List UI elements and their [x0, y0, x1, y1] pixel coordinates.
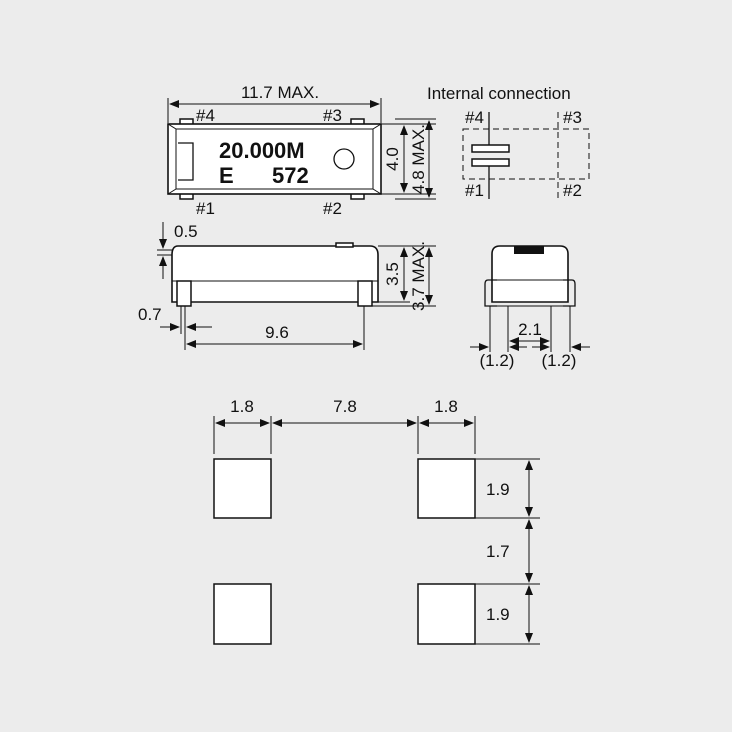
crystal-plate-top [471, 144, 510, 153]
side-view-length-label: 9.6 [265, 323, 289, 342]
end-view-top-mark [514, 246, 544, 254]
side-view: 0.5 0.7 9.6 3.5 3.7 MAX. [138, 222, 436, 350]
side-view-lead-right [357, 280, 373, 307]
internal-pin-label-2: #2 [563, 181, 582, 200]
marking-frequency: 20.000M [219, 138, 305, 163]
side-view-lead-label: 0.5 [174, 222, 198, 241]
footprint-pad-bottom-left [213, 583, 272, 645]
top-view-height-label: 4.0 [383, 147, 402, 171]
end-view-left-label: (1.2) [480, 351, 515, 370]
top-view-clip [178, 142, 194, 181]
side-view-height-label: 3.5 [383, 262, 402, 286]
top-view: 11.7 MAX. 20.000M E 572 #4 #3 #1 #2 4.0 … [167, 83, 436, 218]
side-view-body [171, 245, 379, 303]
footprint-pad-gap-label: 1.7 [486, 542, 510, 561]
marking-code: 572 [272, 163, 309, 188]
footprint-pad-height-bottom-label: 1.9 [486, 605, 510, 624]
footprint: 1.8 7.8 1.8 1.9 1.7 1.9 [213, 397, 540, 645]
end-view-center-label: 2.1 [518, 320, 542, 339]
orientation-dot-icon [333, 148, 355, 170]
side-view-height-max-label: 3.7 MAX. [409, 241, 428, 311]
internal-connection: Internal connection #4 #3 #1 #2 [427, 84, 590, 200]
end-view-lead-left [484, 279, 497, 307]
marking-e: E [219, 163, 234, 188]
footprint-pad-bottom-right [417, 583, 476, 645]
top-pin-label-1: #1 [196, 199, 215, 218]
footprint-pad-top-right [417, 458, 476, 519]
top-pin-label-3: #3 [323, 106, 342, 125]
end-view-lead-right [563, 279, 576, 307]
top-view-inner-frame [175, 128, 374, 190]
side-view-offset-label: 0.7 [138, 305, 162, 324]
top-view-width-label: 11.7 MAX. [241, 83, 319, 102]
crystal-plate-bottom [471, 158, 510, 167]
internal-connection-title: Internal connection [427, 84, 571, 103]
footprint-pad-width-left-label: 1.8 [230, 397, 254, 416]
top-view-body [167, 123, 382, 195]
internal-pin-label-1: #1 [465, 181, 484, 200]
side-view-lead-left [176, 280, 192, 307]
top-pin-label-4: #4 [196, 106, 215, 125]
footprint-pad-width-right-label: 1.8 [434, 397, 458, 416]
top-view-height-max-label: 4.8 MAX. [409, 124, 428, 194]
internal-pin-label-3: #3 [563, 108, 582, 127]
top-pin-label-2: #2 [323, 199, 342, 218]
footprint-pad-top-left [213, 458, 272, 519]
end-view-right-label: (1.2) [542, 351, 577, 370]
internal-pin-label-4: #4 [465, 108, 484, 127]
footprint-pad-height-top-label: 1.9 [486, 480, 510, 499]
internal-connection-outline [462, 128, 590, 180]
footprint-pad-spacing-label: 7.8 [333, 397, 357, 416]
end-view: 2.1 (1.2) (1.2) [470, 245, 590, 370]
end-view-body [491, 245, 569, 303]
